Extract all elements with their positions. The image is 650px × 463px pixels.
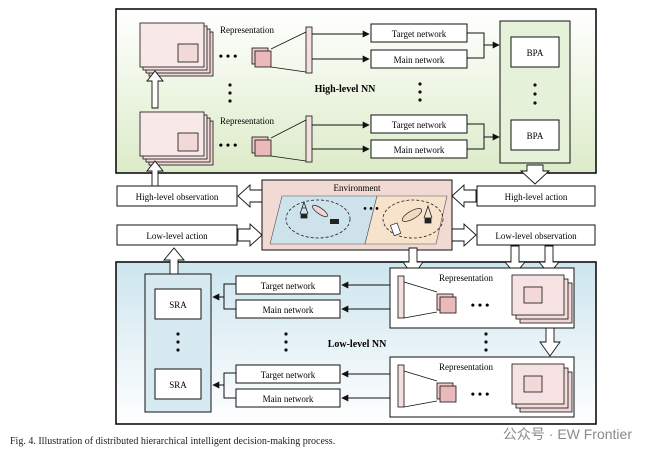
sra-label-1: SRA [169,300,187,310]
high-main-network-1 [370,49,468,69]
svg-text:• • •: • • • [219,49,238,63]
high-ellipsis [228,82,422,103]
high-level-observation-box [116,185,238,207]
arrow-env-to-low-obs [451,222,477,248]
bpa-ellipsis [533,83,537,105]
high-level-action-label: High-level action [505,192,568,202]
bpa-label-1: BPA [527,48,544,58]
low-main-network-label-2: Main network [263,394,314,404]
high-level-nn-title: High-level NN [315,84,377,95]
up-arrow-sra-to-low-action [163,247,185,275]
low-target-network-label-2: Target network [261,370,316,380]
vehicle-icon [330,219,339,224]
arrow-env-to-high-obs [237,183,263,209]
bpa-box-1 [510,36,560,68]
low-level-nn-title: Low-level NN [328,339,387,350]
bpa-label-2: BPA [527,131,544,141]
high-target-network-label-1: Target network [392,29,447,39]
svg-text:• • •: • • • [471,298,490,312]
uav-icon [312,204,328,218]
antenna-icon [299,200,309,219]
arrow-high-action-to-env [451,183,477,209]
low-level-observation-label: Low-level observation [495,231,577,241]
high-level-observation-label: High-level observation [136,192,219,202]
uav-icon-right [401,208,423,222]
svg-text:• • •: • • • [219,138,238,152]
low-representation-block-2: Representation • • • [389,356,575,418]
low-target-network-1 [235,275,341,295]
up-arrow-high-1 [146,70,164,109]
svg-text:• • •: • • • [363,204,379,215]
sra-label-2: SRA [169,380,187,390]
low-target-network-label-1: Target network [261,281,316,291]
high-main-network-label-1: Main network [394,55,445,65]
high-representation-label-1: Representation [220,25,274,35]
sra-box-1 [154,288,202,320]
watermark: 公众号 · EW Frontier [502,426,632,442]
sra-box-2 [154,368,202,400]
up-arrow-high-obs [146,160,164,187]
down-arrow-low-rep [539,326,561,357]
down-arrow-high-action [519,164,551,185]
high-main-network-label-2: Main network [394,145,445,155]
low-main-network-label-1: Main network [263,305,314,315]
target-icon [390,222,402,237]
antenna-icon-right [423,204,433,224]
low-target-network-2 [235,364,341,384]
low-level-action-label: Low-level action [146,231,208,241]
low-representation-label-1: Representation [439,273,493,283]
low-level-action-box [116,224,238,246]
low-level-observation-box [476,224,596,246]
low-ellipsis [284,332,488,352]
arrow-low-action-to-env [237,222,263,248]
figure-caption: Fig. 4. Illustration of distributed hier… [10,436,336,447]
high-representation-label-2: Representation [220,116,274,126]
high-level-action-box [476,185,596,207]
svg-text:• • •: • • • [471,387,490,401]
low-representation-block-1: Representation • • • [389,267,575,329]
low-representation-label-2: Representation [439,362,493,372]
bpa-box-2 [510,119,560,151]
high-target-network-label-2: Target network [392,120,447,130]
environment-label: Environment [334,183,381,193]
high-representation-block-1: Representation • • • [139,22,313,77]
sra-ellipsis [176,332,180,352]
high-representation-block-2: Representation • • • [139,111,313,166]
